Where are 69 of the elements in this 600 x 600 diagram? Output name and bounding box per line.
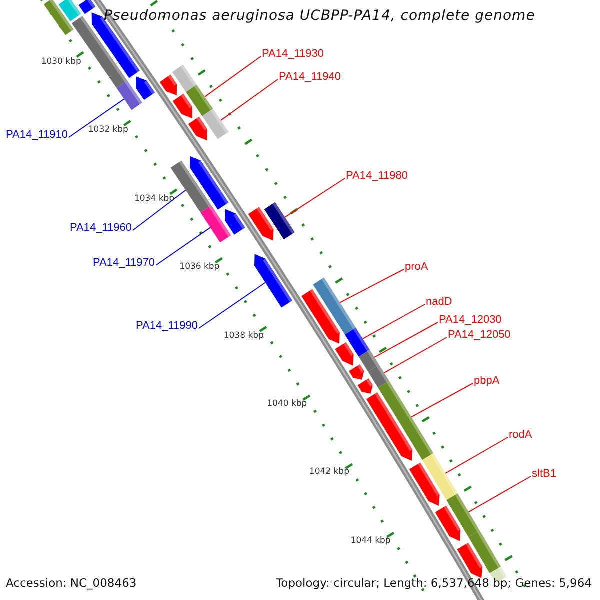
leader-line	[384, 337, 448, 374]
leader-line	[220, 79, 278, 122]
scale-label: 1042 kbp	[309, 467, 350, 478]
gene-block	[368, 365, 390, 388]
leader-line	[68, 98, 125, 138]
leader-line	[468, 476, 532, 513]
gene-block	[116, 80, 142, 110]
map-info-text: Accession: NC_008463	[6, 576, 137, 590]
gene-feature	[188, 116, 208, 141]
gene-label: PA14_11930	[262, 48, 324, 61]
gene-block	[313, 278, 356, 335]
gene-feature	[358, 378, 373, 394]
scale-label: 1044 kbp	[350, 536, 391, 546]
leader-line	[132, 190, 186, 231]
gene-block	[358, 350, 380, 372]
leader-line	[411, 383, 474, 418]
leader-line	[284, 178, 346, 218]
scale-label: 1038 kbp	[224, 330, 264, 341]
gene-feature	[409, 462, 440, 506]
gene-feature	[302, 289, 340, 344]
gene-feature	[136, 76, 156, 100]
gene-block	[200, 206, 232, 243]
leader-line	[362, 304, 426, 340]
gene-block	[172, 64, 197, 92]
gene-label: PA14_12050	[448, 329, 511, 342]
gene-label: PA14_11970	[93, 257, 155, 270]
leader-line	[198, 282, 266, 329]
scale-label: 1040 kbp	[267, 399, 308, 410]
leader-line	[155, 227, 212, 266]
gene-feature	[349, 364, 364, 380]
gene-block	[422, 453, 458, 500]
map-info-text: Topology: circular; Length: 6,537,648 bp; Genes: 5,964	[276, 576, 592, 590]
gene-block	[202, 109, 229, 140]
leader-line	[204, 56, 262, 98]
scale-label: 1036 kbp	[180, 262, 220, 272]
gene-feature	[254, 254, 292, 308]
gene-label: PA14_11940	[279, 71, 341, 84]
gene-feature	[172, 94, 192, 119]
gene-block	[468, 530, 502, 574]
gene-feature	[190, 156, 229, 210]
gene-feature	[248, 207, 274, 241]
gene-block	[378, 381, 434, 460]
gene-label: PA14_11960	[70, 222, 132, 235]
leader-line	[340, 269, 404, 304]
gene-label: PA14_11980	[346, 170, 408, 183]
gene-block	[44, 0, 74, 36]
gene-feature	[335, 342, 354, 366]
gene-label: PA14_11990	[136, 320, 198, 333]
gene-label: pbpA	[474, 375, 500, 388]
scale-label: 1032 kbp	[88, 125, 128, 136]
leader-line	[374, 322, 438, 358]
scale-label: 1030 kbp	[41, 56, 82, 67]
gene-feature	[435, 506, 461, 542]
gene-block	[78, 0, 96, 14]
gene-block	[345, 328, 370, 357]
map-title: Pseudomonas aeruginosa UCBPP-PA14, complete genome	[104, 8, 536, 24]
gene-label: proA	[405, 261, 428, 274]
gene-feature	[160, 74, 177, 96]
gene-label: PA14_12030	[439, 314, 502, 327]
scale-label: 1034 kbp	[134, 194, 175, 204]
gene-block	[186, 84, 214, 116]
gene-label: PA14_11910	[6, 129, 68, 142]
gene-block	[58, 0, 82, 22]
leader-line	[445, 437, 508, 474]
gene-block	[264, 202, 295, 240]
gene-block	[446, 494, 480, 538]
gene-feature	[366, 392, 413, 461]
gene-feature	[457, 542, 483, 578]
gene-feature	[225, 209, 246, 235]
